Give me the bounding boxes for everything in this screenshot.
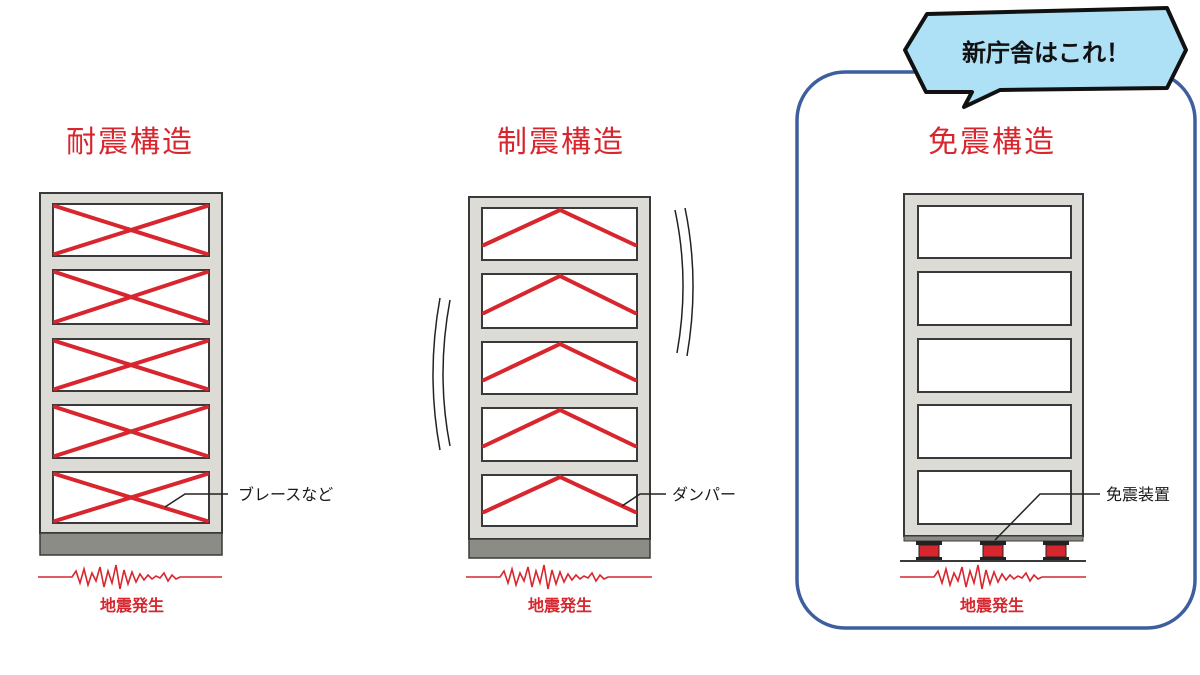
floor-bay: [917, 404, 1072, 459]
base-slab: [903, 535, 1084, 542]
callout-label: ダンパー: [672, 485, 736, 504]
bubble-text: 新庁舎はこれ！: [962, 39, 1130, 67]
panel-title: 制震構造: [497, 125, 625, 160]
sway-motion-lines: [432, 207, 694, 451]
isolation-bearings: [916, 541, 1069, 561]
callout-leader-line: [994, 493, 1100, 541]
bearing-unit: [1043, 541, 1069, 561]
floor-bay: [917, 271, 1072, 326]
window-bays: [917, 205, 1072, 525]
earthquake-label: 地震発生: [528, 596, 592, 615]
seismic-wave: [38, 564, 222, 590]
callout-label: ブレースなど: [238, 485, 333, 504]
panel-menshin: 新庁舎はこれ！ 免震構造: [795, 6, 1197, 630]
brace-x: [53, 204, 209, 523]
panel-title: 耐震構造: [66, 125, 194, 160]
ground-foundation: [39, 532, 223, 556]
panel-taishin: 耐震構造 ブレースなど 地震発生: [38, 125, 333, 615]
callout-label: 免震装置: [1106, 485, 1170, 504]
speech-bubble: 新庁舎はこれ！: [903, 6, 1188, 109]
callout-leader-line: [164, 493, 228, 508]
ground-foundation: [468, 538, 651, 559]
earthquake-label: 地震発生: [100, 596, 164, 615]
panel-seishin: 制震構造 ダンパー 地震発生: [432, 125, 736, 615]
bearing-unit: [916, 541, 942, 561]
damper-chevrons: [482, 207, 637, 514]
callout-leader-line: [621, 493, 666, 507]
floor-bay: [917, 205, 1072, 259]
seismic-wave: [900, 564, 1086, 590]
seismic-wave: [466, 564, 652, 590]
bearing-unit: [980, 541, 1006, 561]
bubble-shape: [903, 6, 1188, 109]
floor-bay: [917, 338, 1072, 393]
earthquake-label: 地震発生: [960, 596, 1024, 615]
floor-bay: [917, 470, 1072, 525]
panel-title: 免震構造: [928, 125, 1056, 160]
